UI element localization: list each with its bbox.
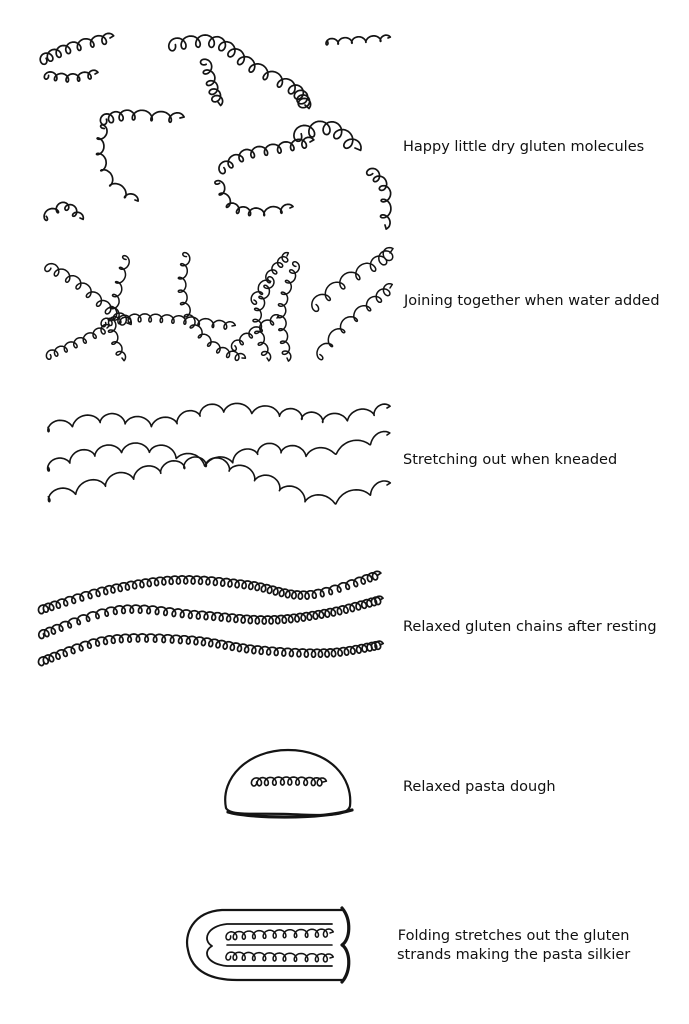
hydrated-gluten-coil [311, 246, 394, 313]
caption-folding: Folding stretches out the gluten strands… [397, 927, 630, 965]
hydrated-gluten-coil [45, 323, 111, 361]
kneaded-gluten-strand [47, 456, 392, 505]
folded-dough-illustration [182, 900, 352, 990]
hydrated-gluten-coil [252, 275, 275, 362]
hydrated-gluten-coil [230, 313, 280, 352]
dry-gluten-coil [365, 167, 392, 230]
folded-gluten-coil-bottom [225, 951, 335, 963]
pasta-dough-illustration [218, 738, 358, 823]
dry-gluten-coil [218, 136, 315, 175]
caption-dry-gluten: Happy little dry gluten molecules [403, 139, 645, 155]
kneaded-gluten-illustration [42, 400, 392, 518]
caption-rested: Relaxed gluten chains after resting [403, 619, 657, 635]
dry-gluten-coil [95, 123, 139, 202]
rested-gluten-coil [37, 633, 385, 667]
dry-gluten-coil [293, 120, 362, 152]
dry-gluten-illustration [39, 30, 392, 235]
dry-gluten-coil [199, 58, 224, 107]
dough-outline [224, 748, 352, 817]
rested-gluten-coil [37, 595, 384, 640]
dry-gluten-coil [214, 179, 294, 217]
dry-gluten-coil [99, 109, 185, 126]
dry-gluten-coil [39, 32, 115, 66]
dry-gluten-coil [43, 69, 99, 83]
caption-pasta-dough: Relaxed pasta dough [403, 779, 556, 795]
fold-outer-outline [186, 908, 344, 982]
rested-gluten-coil [37, 570, 382, 615]
dry-gluten-coil [43, 201, 85, 222]
hydrated-gluten-coil [316, 282, 394, 361]
caption-folding-line-1: Folding stretches out the gluten [397, 928, 630, 944]
dough-base-shadow [226, 808, 354, 819]
hydrated-gluten-illustration [42, 246, 394, 363]
dry-gluten-coil [167, 34, 312, 110]
rested-gluten-illustration [37, 565, 386, 680]
hydrated-gluten-coil [107, 254, 130, 362]
caption-water-added: Joining together when water added [404, 293, 660, 309]
dough-gluten-coil [250, 776, 328, 787]
fold-edge-shadow [340, 906, 351, 984]
caption-folding-line-2: strands making the pasta silkier [397, 947, 631, 963]
fold-inner-outline [206, 923, 333, 967]
kneaded-gluten-strand [47, 402, 391, 433]
folded-gluten-coil-top [225, 928, 335, 941]
caption-kneaded: Stretching out when kneaded [403, 452, 618, 468]
hydrated-gluten-coil [276, 261, 301, 362]
hydrated-gluten-coil [177, 251, 247, 362]
hydrated-gluten-coil [44, 262, 133, 326]
hydrated-gluten-coil [250, 251, 290, 306]
hydrated-gluten-coil [100, 313, 237, 330]
dry-gluten-coil [325, 34, 392, 46]
kneaded-gluten-strand [46, 430, 391, 472]
